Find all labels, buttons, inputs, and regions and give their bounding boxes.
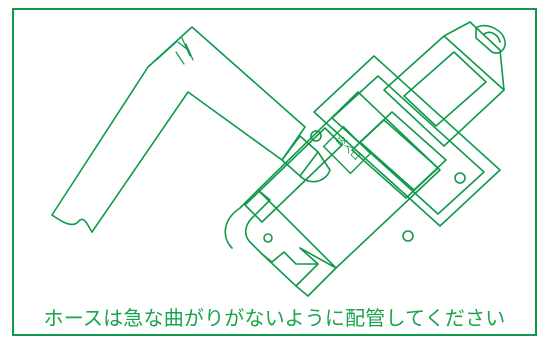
motor-body [383,35,505,147]
hose-inner-edge [155,41,177,61]
motor-cap [475,24,506,54]
hose-bend-crease [175,37,194,65]
base-bottom [295,267,337,297]
screw-hole-bottom [402,230,414,242]
hose-outer-edge [51,26,306,233]
motor-cap-inner [483,31,501,43]
base-handle [224,189,271,255]
port-label-box [322,125,372,175]
illustration-frame [12,8,537,336]
hose-nozzle-tip [299,151,331,183]
pump-inner-rim [331,75,485,215]
pump-gasket [351,119,439,199]
pump-base [224,189,337,297]
screw-hole-left [263,233,273,243]
screw-hole-right [454,172,466,184]
base-foot [261,247,337,287]
hose-cut-end [51,214,93,233]
pump-front-plate [313,55,501,227]
motor-highlight [403,51,487,127]
base-step [261,251,319,265]
hose-end-collar [281,135,319,177]
pump-body [244,55,501,269]
screw-hole-top [310,130,322,142]
motor-top-face [443,21,505,91]
hose [51,26,306,233]
pump-back-housing [257,91,441,269]
motor-housing [383,21,506,147]
instruction-caption: ホースは急な曲がりがないように配管してください [43,306,506,330]
pump-side-plate [244,127,343,223]
